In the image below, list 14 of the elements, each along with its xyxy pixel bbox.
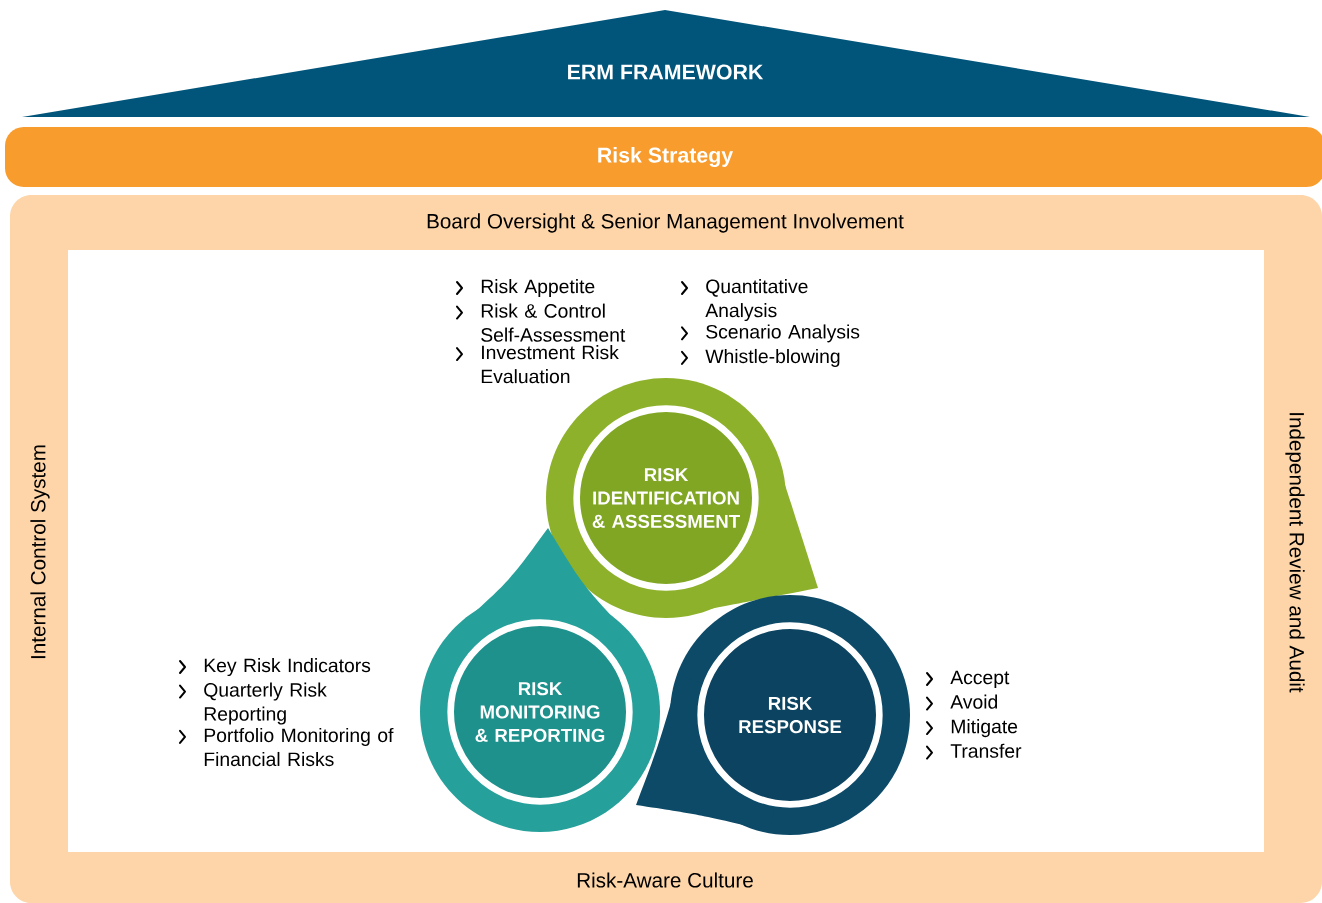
list-item: Accept xyxy=(926,670,1010,689)
list-item: Portfolio Monitoring of Financial Risks xyxy=(179,727,394,767)
list-item: Quarterly Risk Reporting xyxy=(179,682,327,725)
list-item: Transfer xyxy=(926,743,1022,760)
list-item: Avoid xyxy=(926,694,998,711)
list-item: Key Risk Indicators xyxy=(179,658,371,677)
roof-triangle: ERM FRAMEWORK xyxy=(22,10,1310,117)
list-item: Scenario Analysis xyxy=(681,324,860,343)
list-item: Mitigate xyxy=(926,719,1018,738)
strategy-band: Risk Strategy xyxy=(5,127,1322,187)
list-item: Risk Appetite xyxy=(456,279,595,298)
list-item: Whistle-blowing xyxy=(681,348,840,367)
list-item: Quantitative Analysis xyxy=(681,279,808,322)
list-item: Risk & Control Self-Assessment xyxy=(456,303,626,342)
